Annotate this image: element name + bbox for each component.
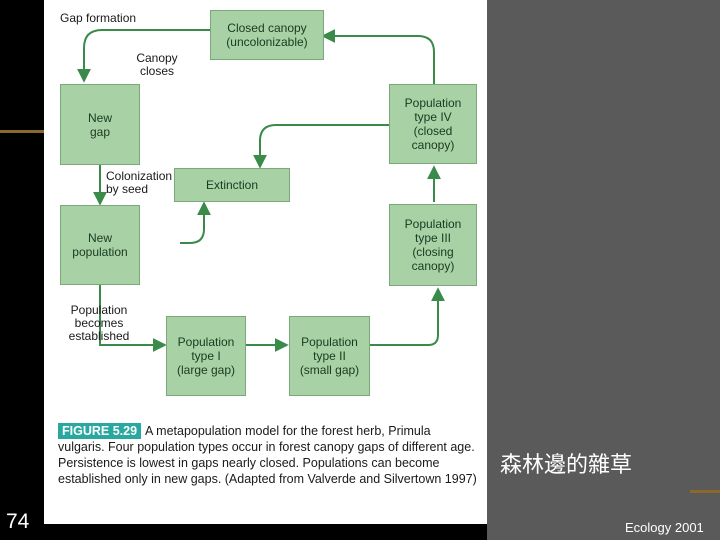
box-extinction: Extinction [174,168,290,202]
decor-stripe [690,490,720,493]
figure-panel: Closed canopy (uncolonizable) New gap Po… [44,0,487,524]
slide-footer: Ecology 2001 [625,520,704,535]
box-population-type-iv: Population type IV (closed canopy) [389,84,477,164]
box-population-type-ii: Population type II (small gap) [289,316,370,396]
figure-tag: FIGURE 5.29 [58,423,142,439]
slide-background-panel [487,0,720,540]
arrow-ii-to-iii [370,287,445,346]
box-population-type-iii: Population type III (closing canopy) [389,204,477,286]
box-new-population: New population [60,205,140,285]
diagram-arrows [77,29,445,352]
decor-stripe [0,130,44,133]
box-closed-canopy: Closed canopy (uncolonizable) [210,10,324,60]
label-population-established: Population becomes established [68,303,130,343]
label-gap-formation: Gap formation [60,11,137,25]
box-new-gap: New gap [60,84,140,165]
label-colonization-by-seed: Colonization by seed [106,169,173,196]
arrow-gap-formation [77,29,210,83]
arrow-to-pop-i [99,285,167,352]
box-population-type-i: Population type I (large gap) [166,316,246,396]
slide-title: 森林邊的雜草 [500,453,633,478]
arrow-to-closed-canopy [321,29,435,84]
figure-caption-text: A metapopulation model for the forest he… [58,424,477,486]
label-canopy-closes: Canopy closes [136,51,178,78]
arrow-to-extinction [253,124,389,169]
slide-number: 74 [6,510,30,533]
arrow-newpop-extinction [180,201,211,244]
